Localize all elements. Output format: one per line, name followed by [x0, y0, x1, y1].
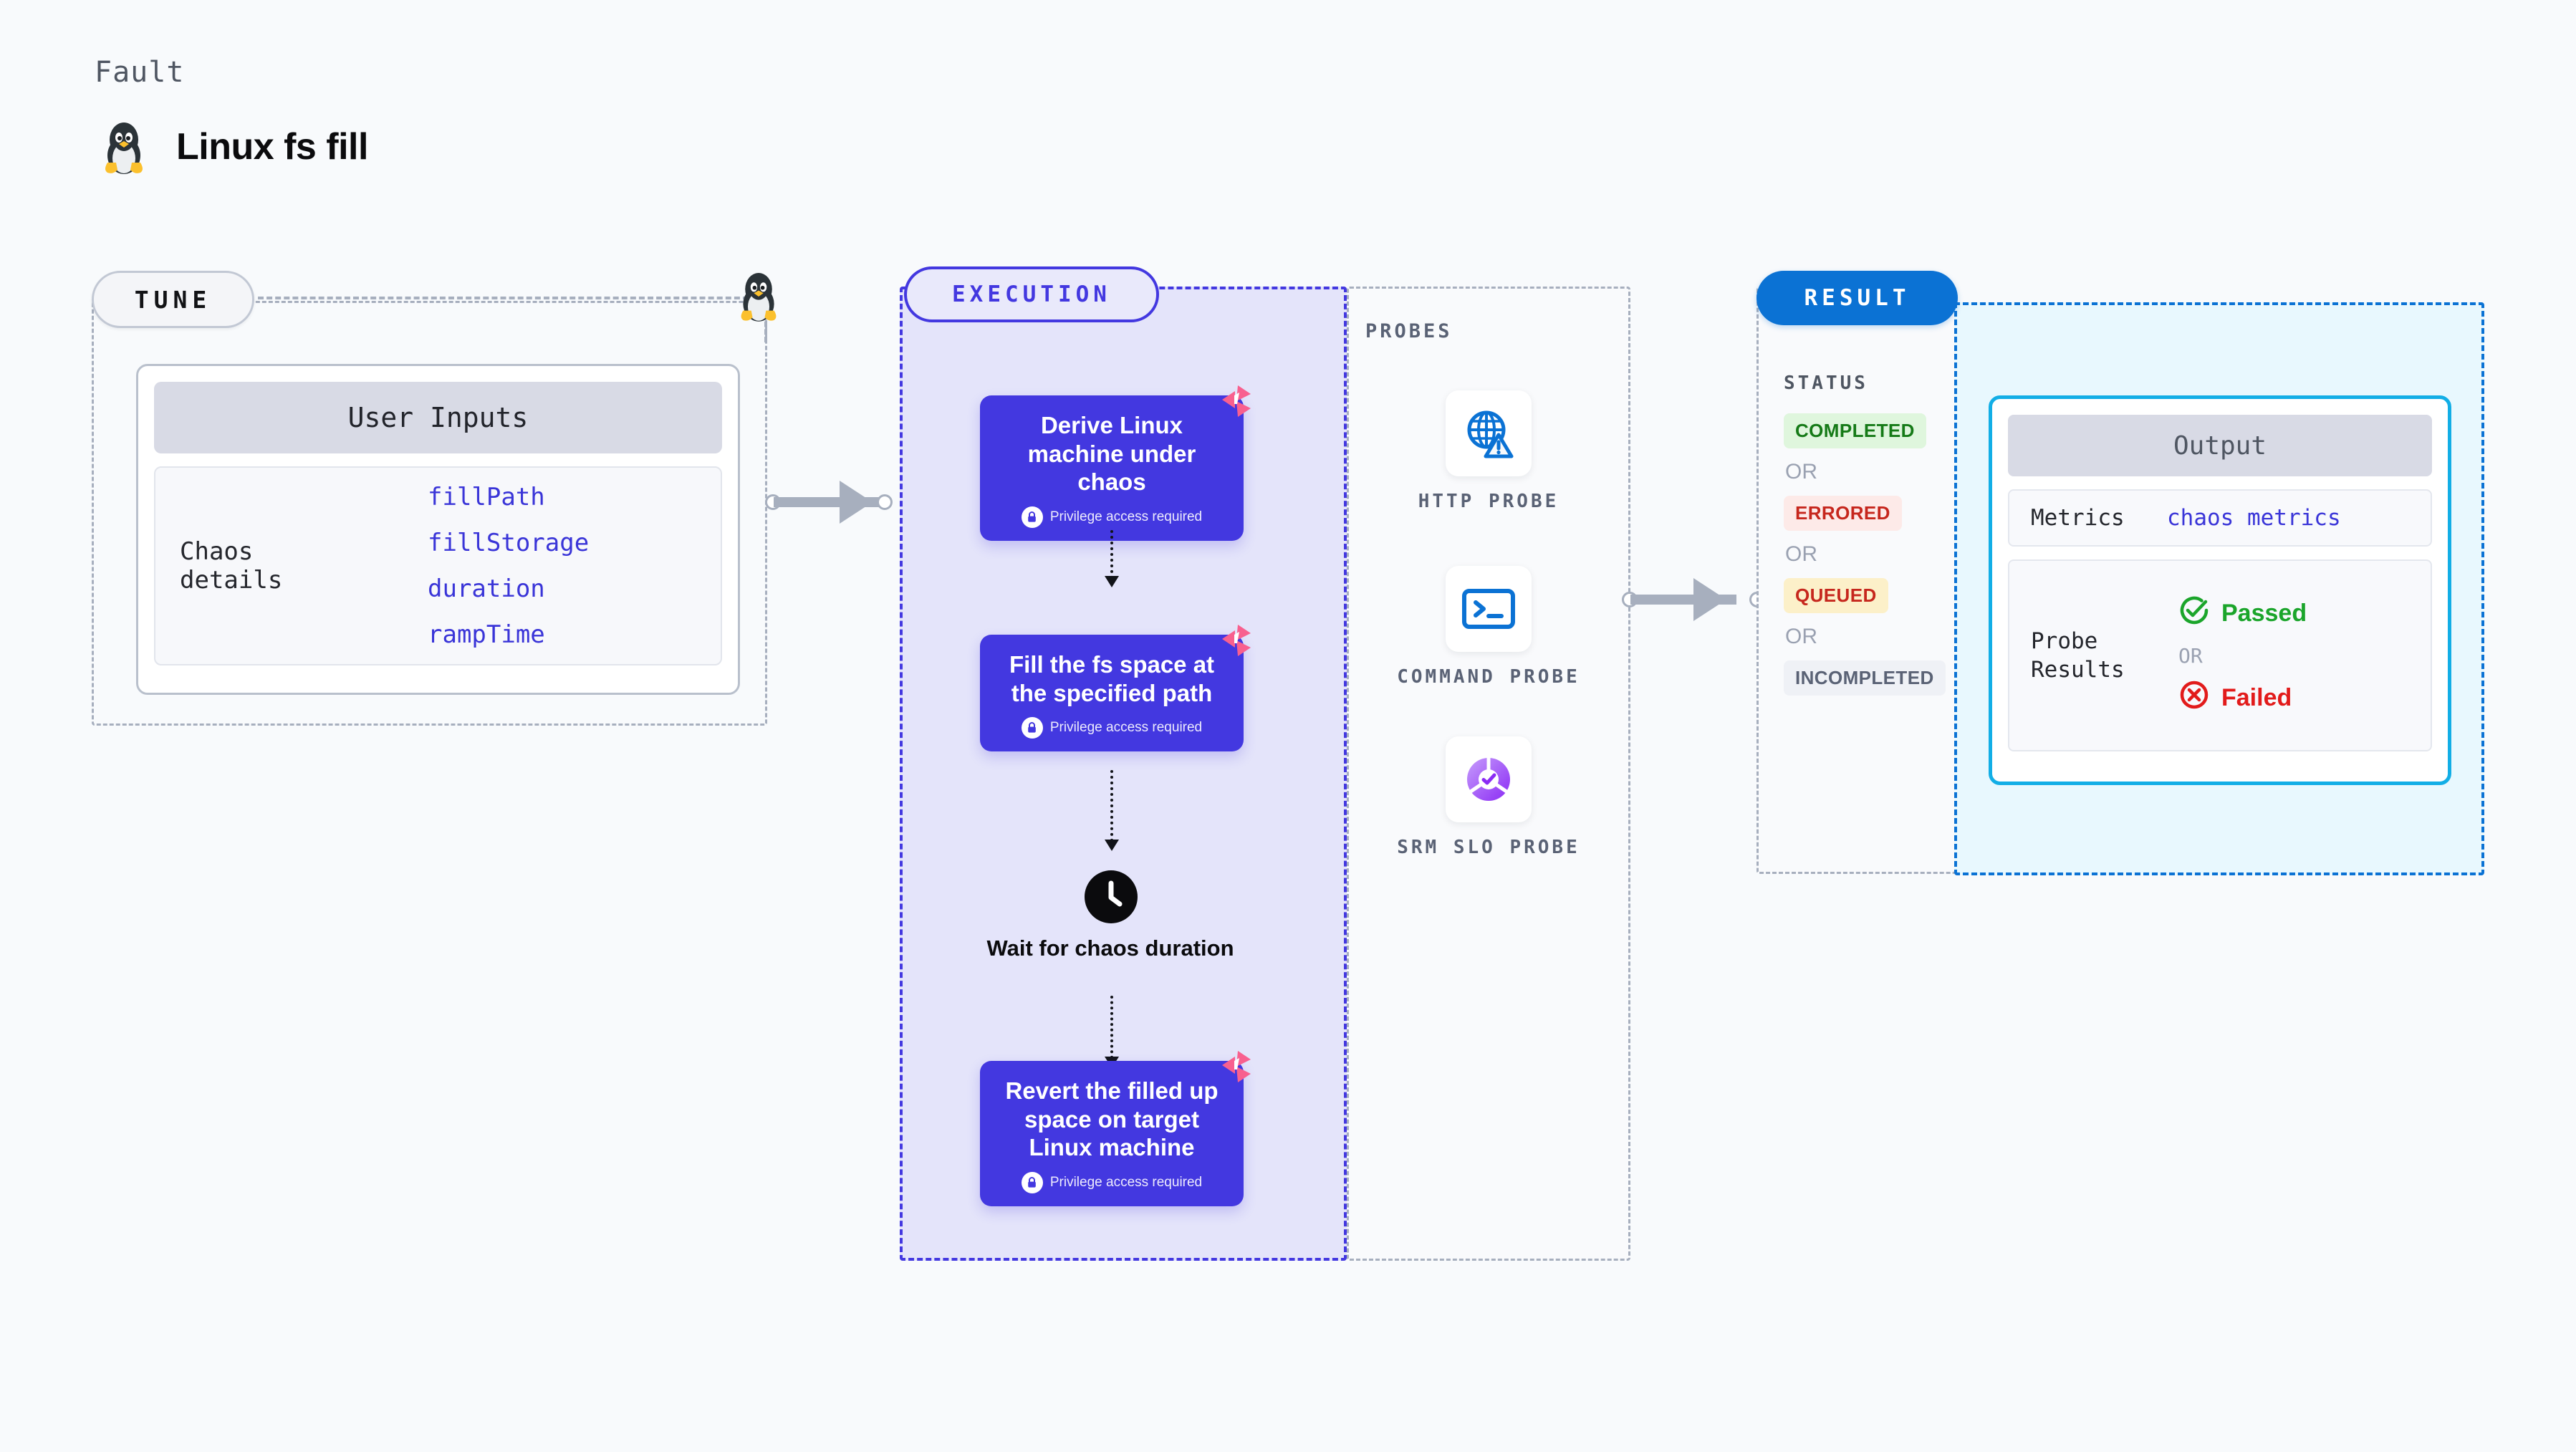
check-circle-icon	[2178, 595, 2210, 633]
execution-arrow-1	[1110, 530, 1113, 579]
chaos-details-values: fillPath fillStorage duration rampTime	[359, 483, 589, 649]
harness-logo-icon	[1213, 383, 1254, 423]
status-or-1: OR	[1785, 460, 1817, 484]
output-metrics-key: Metrics	[2031, 504, 2125, 531]
status-badge-queued: QUEUED	[1784, 578, 1888, 613]
probe-command-label: COMMAND PROBE	[1397, 666, 1580, 688]
execution-step-1-title: Derive Linux machine under chaos	[1027, 412, 1196, 496]
status-badge-completed: COMPLETED	[1784, 413, 1926, 448]
lock-icon	[1021, 1171, 1043, 1193]
probe-http-label: HTTP PROBE	[1418, 491, 1559, 512]
slo-check-donut-icon	[1446, 736, 1532, 822]
chaos-details-row: Chaos details fillPath fillStorage durat…	[154, 466, 722, 665]
probe-result-values: Passed OR Failed	[2167, 595, 2307, 717]
harness-logo-icon	[1213, 1048, 1254, 1089]
input-fillpath: fillPath	[428, 483, 545, 511]
execution-step-1-sub: Privilege access required	[999, 506, 1225, 528]
status-badge-incompleted: INCOMPLETED	[1784, 660, 1946, 696]
result-pill-label: RESULT	[1756, 271, 1958, 325]
tune-pill-label: TUNE	[92, 271, 254, 328]
probe-srm-slo-label: SRM SLO PROBE	[1397, 837, 1580, 858]
lock-icon	[1021, 506, 1043, 528]
clock-icon	[1085, 870, 1138, 927]
execution-step-2-title: Fill the fs space at the specified path	[1009, 651, 1215, 706]
chaos-details-key: Chaos details	[180, 537, 283, 595]
probe-passed-label: Passed	[2221, 599, 2307, 627]
connector-arrowhead	[1693, 578, 1726, 621]
connector-arrowhead	[840, 481, 873, 524]
execution-step-3-sub: Privilege access required	[999, 1171, 1225, 1193]
terminal-prompt-icon	[1446, 566, 1532, 652]
tune-dashed-stem	[764, 314, 767, 342]
step-3-privilege-text: Privilege access required	[1049, 1174, 1203, 1190]
execution-step-1[interactable]: Derive Linux machine under chaos Privile…	[980, 385, 1251, 541]
status-or-2: OR	[1785, 542, 1817, 566]
probe-result-or: OR	[2178, 643, 2203, 668]
connector-end-dot	[877, 494, 893, 510]
probe-failed-label: Failed	[2221, 683, 2292, 711]
globe-warning-icon	[1446, 390, 1532, 476]
step-1-privilege-text: Privilege access required	[1049, 509, 1203, 524]
input-ramptime: rampTime	[428, 620, 545, 649]
probe-srm-slo[interactable]: SRM SLO PROBE	[1347, 736, 1630, 860]
output-metrics-value: chaos metrics	[2167, 505, 2341, 531]
linux-penguin-icon	[100, 118, 148, 176]
execution-arrow-3	[1110, 996, 1113, 1059]
execution-pill-label: EXECUTION	[904, 266, 1159, 322]
execution-step-3[interactable]: Revert the filled up space on target Lin…	[980, 1051, 1251, 1206]
page-title: Linux fs fill	[100, 118, 368, 176]
input-duration: duration	[428, 574, 545, 603]
step-2-privilege-text: Privilege access required	[1049, 720, 1203, 736]
x-circle-icon	[2178, 679, 2210, 717]
status-section-label: STATUS	[1784, 372, 1868, 394]
probe-command[interactable]: COMMAND PROBE	[1347, 566, 1630, 690]
input-fillstorage: fillStorage	[428, 529, 590, 557]
user-inputs-title: User Inputs	[154, 382, 722, 453]
execution-arrowhead-1	[1105, 576, 1119, 587]
harness-logo-icon	[1213, 622, 1254, 663]
output-probe-results-row: Probe Results Passed OR	[2008, 559, 2432, 751]
execution-arrow-2	[1110, 770, 1113, 842]
output-probe-results-key: Probe Results	[2031, 628, 2125, 683]
status-badge-errored: ERRORED	[1784, 496, 1902, 531]
status-or-3: OR	[1785, 625, 1817, 648]
probe-result-failed: Failed	[2178, 679, 2307, 717]
probes-section-label: PROBES	[1365, 320, 1453, 342]
user-inputs-card: User Inputs Chaos details fillPath fillS…	[136, 364, 740, 695]
execution-arrowhead-2	[1105, 840, 1119, 851]
tune-dashed-connector	[258, 297, 749, 299]
status-list: COMPLETED OR ERRORED OR QUEUED OR INCOMP…	[1784, 413, 1946, 696]
probe-result-passed: Passed	[2178, 595, 2307, 633]
fault-kicker: Fault	[95, 56, 185, 89]
lock-icon	[1021, 717, 1043, 739]
wait-node-label: Wait for chaos duration	[986, 936, 1234, 961]
output-card-title: Output	[2008, 415, 2432, 476]
page-title-text: Linux fs fill	[176, 126, 368, 168]
tune-panel	[92, 301, 767, 726]
execution-step-2[interactable]: Fill the fs space at the specified path …	[980, 625, 1251, 752]
execution-step-2-sub: Privilege access required	[999, 717, 1225, 739]
output-metrics-row: Metrics chaos metrics	[2008, 489, 2432, 547]
probe-http[interactable]: HTTP PROBE	[1347, 390, 1630, 514]
output-card: Output Metrics chaos metrics Probe Resul…	[1989, 395, 2451, 785]
execution-step-3-title: Revert the filled up space on target Lin…	[1005, 1077, 1219, 1161]
tune-linux-penguin-icon	[736, 269, 781, 327]
